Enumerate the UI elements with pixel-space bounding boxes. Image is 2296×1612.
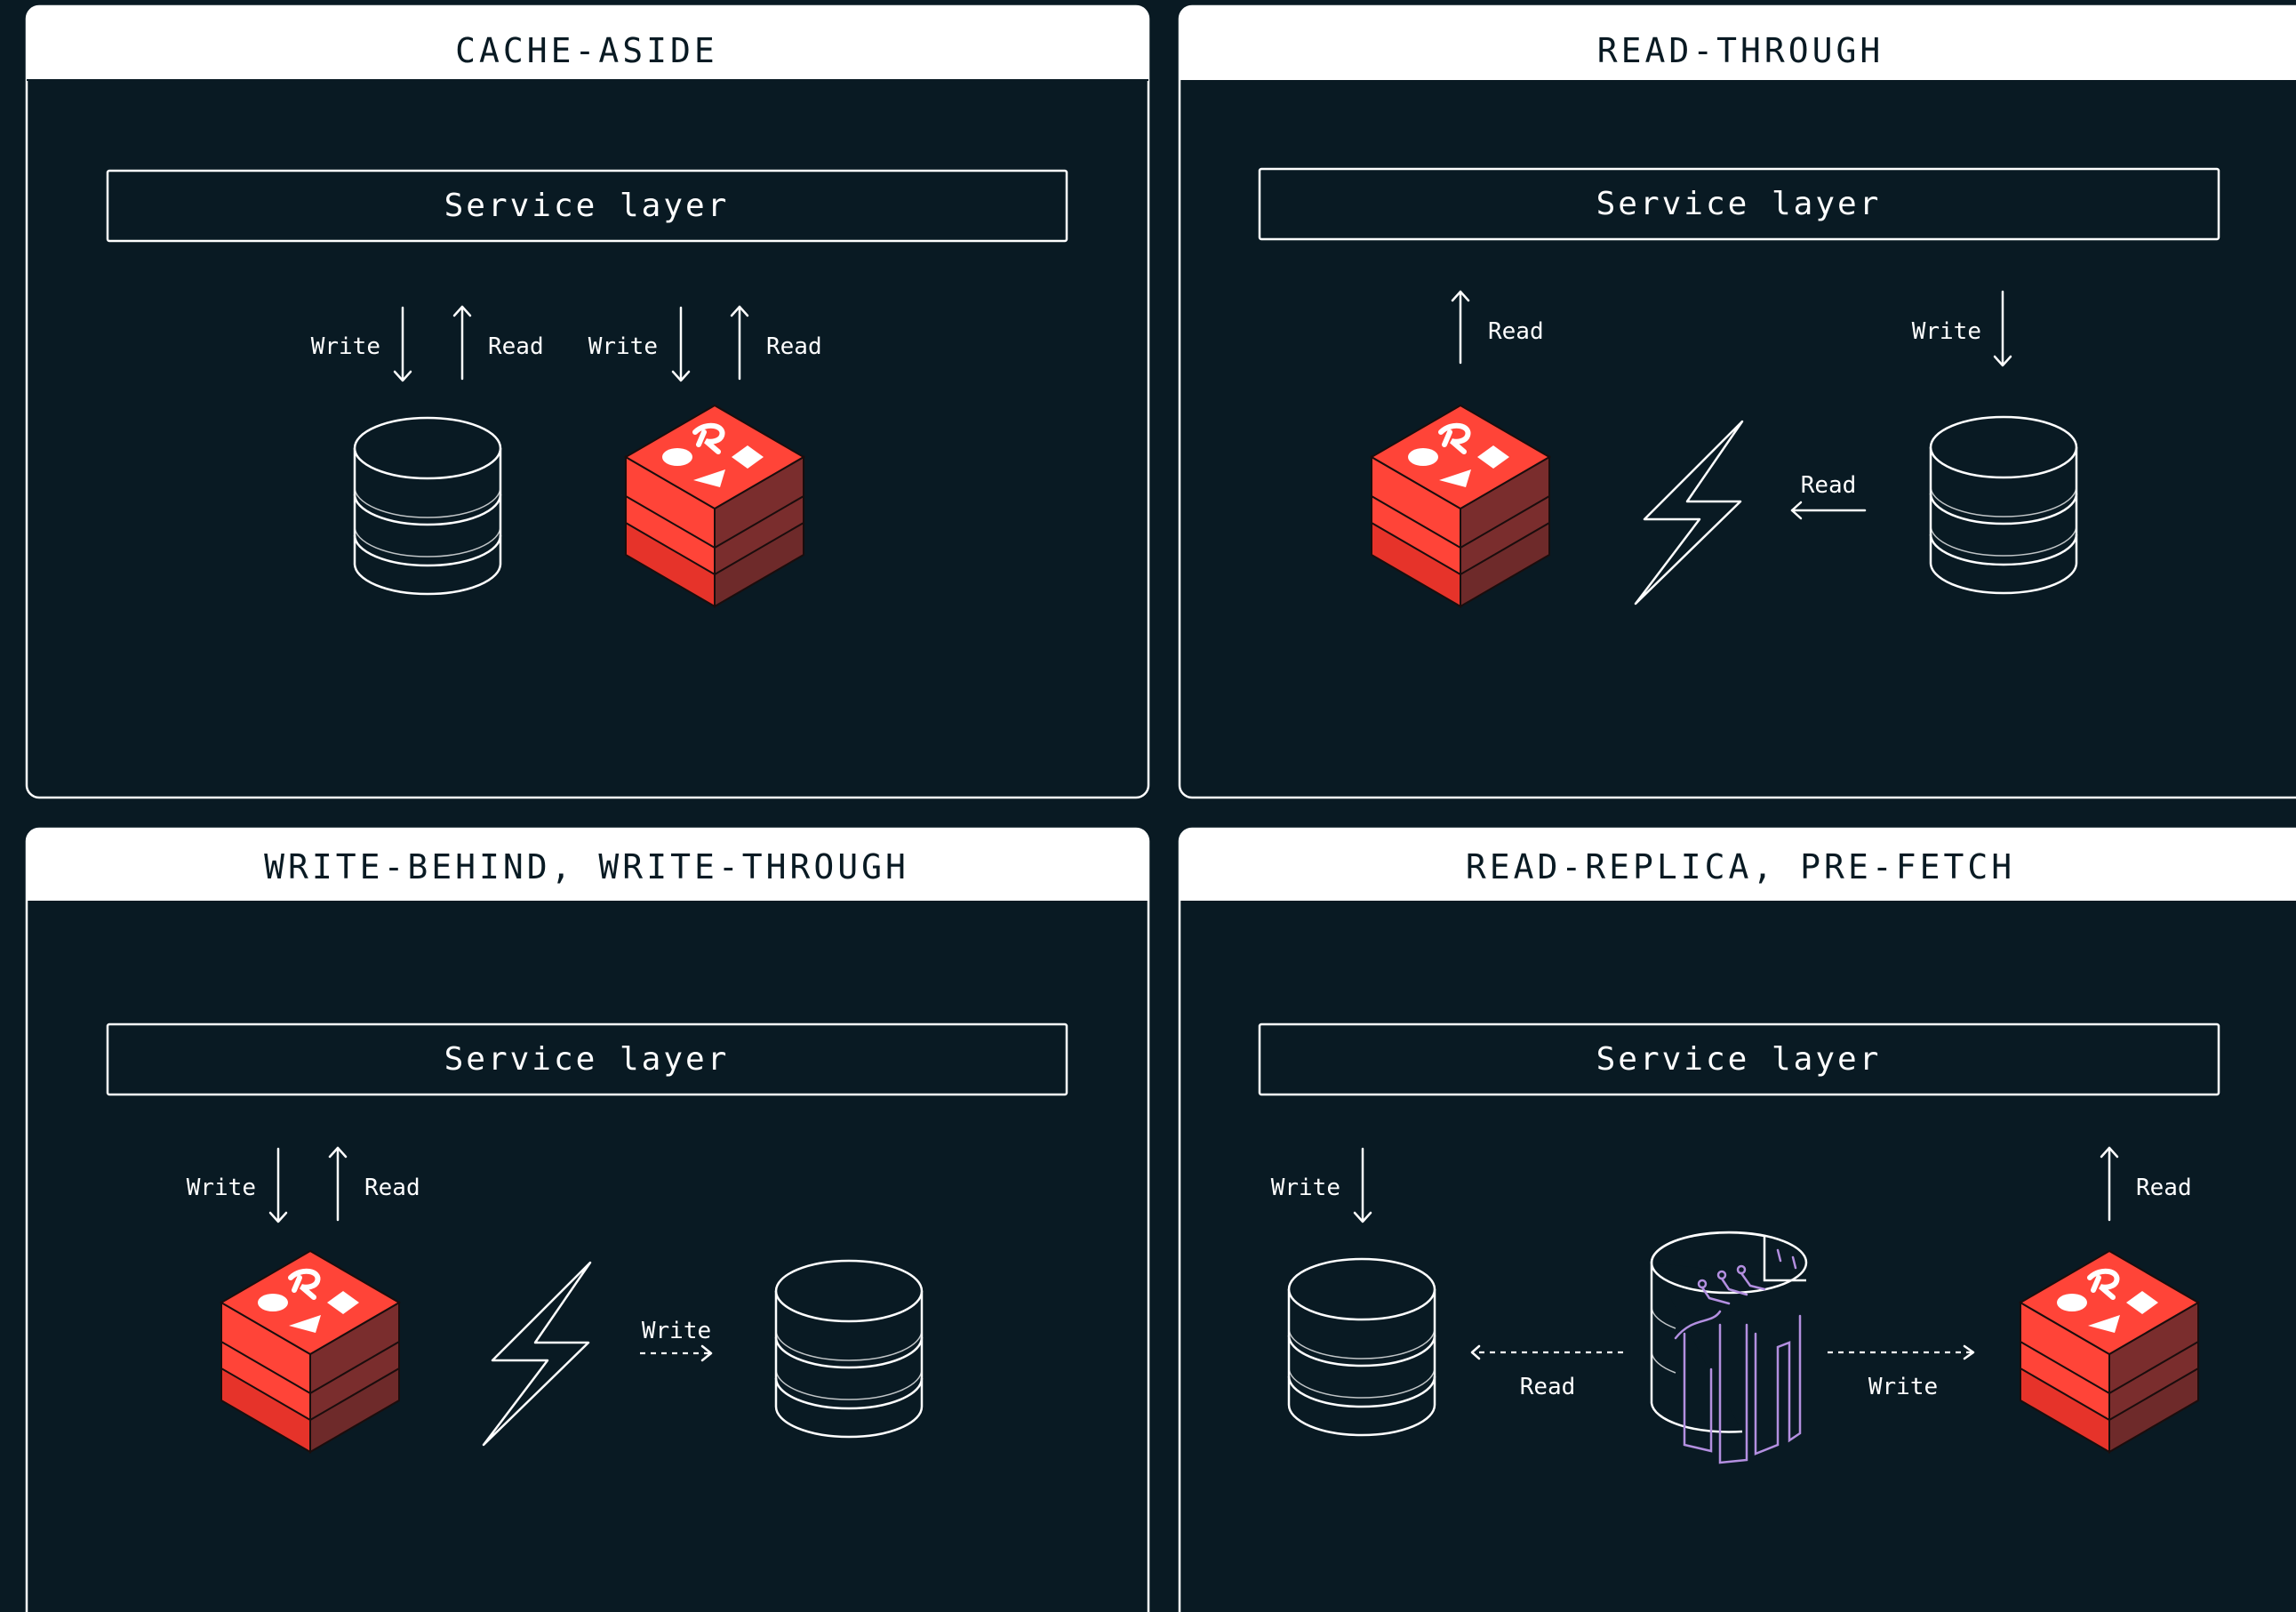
service-layer-box [1258,1023,2220,1096]
database-icon [353,416,502,596]
write-label: Write [642,1318,711,1344]
service-layer-box [106,1023,1068,1096]
arrow-down-icon [671,306,691,382]
read-label: Read [2136,1175,2192,1201]
connector-engine-icon [1650,1231,1808,1464]
database-icon [1929,415,2078,595]
panel-title: CACHE-ASIDE [455,31,718,70]
panel-write-behind: WRITE-BEHIND, WRITE-THROUGH Service laye… [25,827,1150,1612]
write-label: Write [1271,1175,1340,1201]
read-label: Read [1520,1374,1576,1400]
dashed-arrow-right-icon [1828,1344,1975,1360]
panel-title: WRITE-BEHIND, WRITE-THROUGH [264,847,909,886]
arrow-down-icon [268,1147,288,1223]
service-layer-box [1258,167,2220,241]
write-label: Write [1912,318,1981,345]
service-layer-label: Service layer [1596,1041,1882,1078]
panel-title: READ-THROUGH [1597,31,1884,70]
arrow-left-icon [1790,501,1867,520]
arrow-up-icon [452,305,472,381]
service-layer-box [106,169,1068,243]
database-icon [1287,1257,1436,1437]
arrow-up-icon [1451,290,1470,365]
read-label: Read [364,1175,420,1201]
write-label: Write [1868,1374,1938,1400]
arrow-up-icon [730,305,749,381]
service-layer-label: Service layer [444,188,730,224]
panel-read-replica: READ-REPLICA, PRE-FETCH Service layer Wr… [1178,827,2296,1612]
read-label: Read [766,333,822,360]
write-label: Write [311,333,380,360]
arrow-down-icon [393,306,412,382]
read-label: Read [488,333,544,360]
dashed-arrow-right-icon [640,1344,713,1362]
database-icon [774,1259,924,1439]
arrow-down-icon [1993,290,2012,367]
read-label: Read [1488,318,1544,345]
write-label: Write [588,333,658,360]
panel-read-through: READ-THROUGH Service layer Read Write Re… [1178,4,2296,799]
service-layer-label: Service layer [444,1041,730,1078]
dashed-arrow-left-icon [1470,1344,1623,1360]
service-layer-label: Service layer [1596,186,1882,222]
panel-cache-aside: CACHE-ASIDE Service layer Write Read Wri… [25,4,1150,799]
arrow-up-icon [328,1146,348,1222]
read-label: Read [1801,472,1857,499]
panel-title: READ-REPLICA, PRE-FETCH [1466,847,2015,886]
arrow-down-icon [1353,1147,1372,1223]
arrow-up-icon [2100,1146,2119,1222]
write-label: Write [187,1175,256,1201]
